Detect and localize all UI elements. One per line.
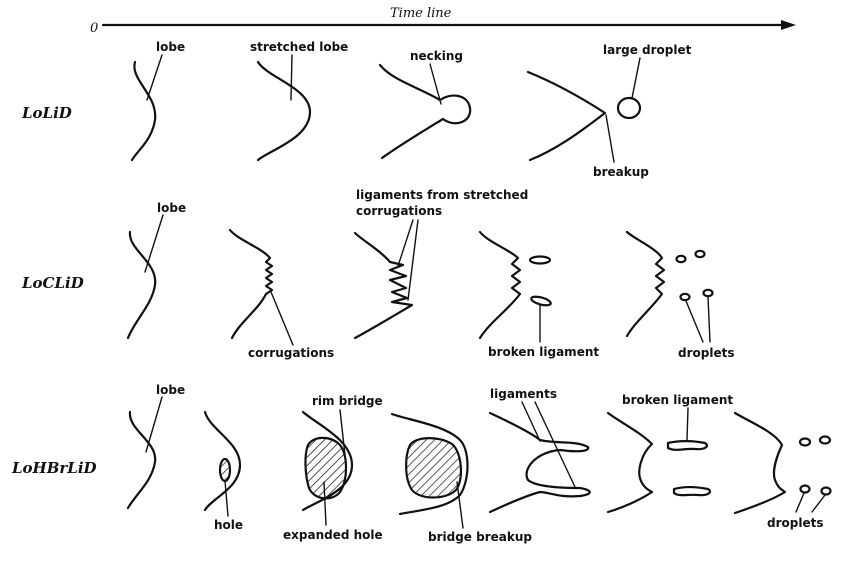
r3-bridge-outer-curve: [390, 412, 469, 516]
r2-broken-label: broken ligament: [488, 345, 599, 359]
r2-lobe-label: lobe: [157, 201, 186, 215]
r3-rim-bridge-curve: [301, 410, 354, 512]
r3-bridge-hole-shape: [405, 437, 462, 499]
r2-lig-label-line2: corrugations: [356, 204, 442, 218]
r3-lobe-leader: [145, 396, 163, 453]
r1-large-droplet-shape: [616, 96, 642, 120]
r3-ligaments-curve: [488, 411, 591, 514]
r3-expanded-label: expanded hole: [283, 528, 383, 542]
r3-expanded-hole-shape: [304, 436, 348, 500]
r1-lobe-label: lobe: [156, 40, 185, 54]
r3-droplets-leader-2: [811, 494, 826, 513]
r3-ligaments-leader-1: [521, 401, 541, 442]
r3-hole-leader: [224, 480, 229, 517]
r2-droplet-4: [702, 288, 714, 298]
r2-corrugations-label: corrugations: [248, 346, 334, 360]
r3-hole-label: hole: [214, 518, 243, 532]
r3-bridge-breakup-label: bridge breakup: [428, 530, 532, 544]
r3-droplet-3: [799, 484, 811, 494]
r2-broken-ligament-bottom: [530, 295, 552, 307]
r1-necking-leader: [429, 63, 442, 105]
row-locliD: lobe corrugations ligaments from stretch…: [126, 188, 734, 360]
r1-necking-label: necking: [410, 49, 463, 63]
r2-droplet-1: [675, 254, 687, 264]
r2-stretched-lobe-curve: [256, 60, 312, 162]
r2-lig-leader-1: [397, 219, 414, 267]
r1-large-droplet-label: large droplet: [603, 43, 692, 57]
r3-hole-lobe-curve: [203, 410, 242, 512]
r3-ligaments-label: ligaments: [490, 387, 557, 401]
row-label-lohbrliD: LoHBrLiD: [11, 459, 97, 477]
timeline-label: Time line: [390, 6, 452, 21]
r1-lobe-leader: [146, 54, 163, 101]
r3-broken-lig-bottom: [672, 486, 712, 497]
r3-ligaments-leader-2: [534, 401, 576, 488]
r1-lobe-curve: [130, 60, 157, 162]
r3-bridge-breakup-leader: [456, 481, 464, 529]
r1-stretched-label: stretched lobe: [250, 40, 348, 54]
r2-droplets-curve: [625, 230, 666, 338]
r3-rim-bridge-label: rim bridge: [312, 394, 383, 408]
r3-droplet-2: [818, 435, 832, 445]
r1-stretched-leader: [290, 54, 293, 101]
r2-lig-label-line1: ligaments from stretched: [356, 188, 528, 202]
r1-breakup-leader: [605, 114, 615, 163]
r3-lobe-label: lobe: [156, 383, 185, 397]
r2-droplet-3: [679, 292, 691, 302]
r3-expanded-leader: [323, 481, 327, 526]
r2-droplets-leader-1: [685, 300, 704, 343]
r3-lobe-curve: [126, 410, 157, 510]
timeline-arrowhead: [781, 20, 796, 30]
r3-broken-lig-curve: [606, 411, 654, 514]
r2-broken-ligament-top: [528, 255, 552, 265]
row-label-locliD: LoCLiD: [21, 274, 84, 292]
r3-broken-label: broken ligament: [622, 393, 733, 407]
r3-rim-bridge-leader: [339, 409, 346, 456]
r3-droplet-4: [820, 486, 832, 496]
r3-droplet-1: [798, 437, 812, 447]
r1-necking-curve: [378, 63, 472, 160]
r2-lig-leader-2: [407, 219, 419, 301]
r3-droplets-curve: [733, 411, 787, 515]
r3-broken-lig-top: [666, 440, 709, 451]
r1-breakup-curve: [526, 70, 607, 162]
r2-droplets-leader-2: [707, 296, 711, 343]
r3-broken-leader: [686, 407, 689, 441]
r2-droplet-2: [694, 249, 706, 259]
r2-droplets-label: droplets: [678, 346, 734, 360]
r1-breakup-label: breakup: [593, 165, 649, 179]
r2-corrugations-leader: [270, 291, 294, 346]
r2-lobe-curve: [126, 230, 157, 340]
r3-droplets-label: droplets: [767, 516, 823, 530]
r3-droplets-leader-1: [795, 492, 805, 513]
r2-broken-curve: [478, 230, 522, 340]
row-label-loliD: LoLiD: [21, 104, 72, 122]
row-lohbrliD: lobe hole rim bridge expanded hole bridg…: [126, 383, 832, 544]
r2-ligament-curve: [353, 231, 414, 340]
r2-corrugation-curve: [228, 228, 274, 340]
r1-large-droplet-leader: [631, 57, 641, 99]
timeline-origin: 0: [90, 21, 98, 36]
timeline: 0 Time line: [90, 6, 796, 36]
r2-lobe-leader: [144, 214, 164, 273]
row-loliD: lobe stretched lobe necking large drople…: [130, 40, 692, 179]
r3-hole-shape: [218, 457, 232, 483]
